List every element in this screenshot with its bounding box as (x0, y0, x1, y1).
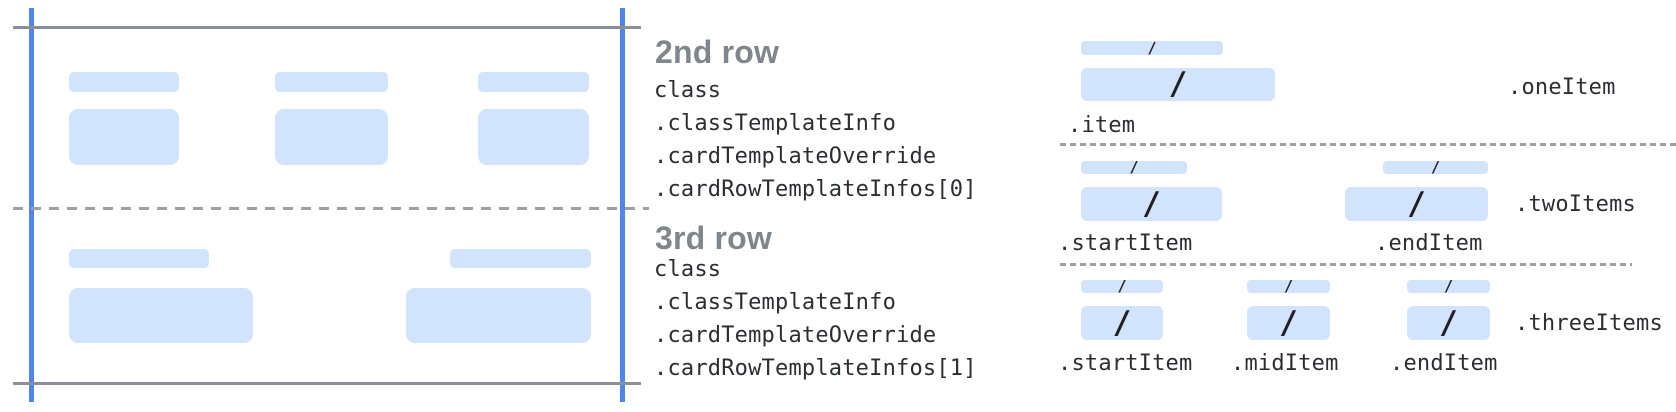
slash-glyph: / (1430, 158, 1441, 176)
code-line: class (654, 78, 722, 103)
mid-item-slot-label: .midItem (1231, 351, 1339, 376)
slash-glyph: / (1168, 66, 1188, 102)
third-row-code-block: class .classTemplateInfo .cardTemplateOv… (654, 253, 977, 385)
start-item-label-bar: / (1081, 277, 1163, 295)
code-line: .cardRowTemplateInfos[1] (654, 356, 977, 381)
one-item-label-bar: / (1081, 38, 1223, 57)
end-item-label-bar: / (1383, 158, 1488, 176)
slash-glyph: / (1283, 277, 1294, 295)
code-line: .classTemplateInfo (654, 290, 897, 315)
slash-glyph: / (1117, 277, 1127, 295)
end-item-label-bar: / (1407, 277, 1490, 295)
card-left-edge-guide (29, 8, 34, 402)
start-item-slot-label: .startItem (1058, 351, 1193, 376)
slash-glyph: / (1407, 185, 1426, 222)
slash-glyph: / (1279, 304, 1298, 341)
placeholder-content-bar (478, 109, 589, 165)
item-slot-label: .item (1068, 113, 1136, 138)
slash-glyph: / (1443, 277, 1454, 295)
end-item-slot-label: .endItem (1390, 351, 1498, 376)
placeholder-label-bar (69, 249, 209, 268)
card-row-divider-dashed-line (13, 207, 649, 210)
placeholder-content-bar (406, 288, 591, 343)
end-item-slot-label: .endItem (1375, 231, 1483, 256)
start-item-content-bar: / (1081, 306, 1163, 340)
card-right-edge-guide (620, 8, 625, 402)
slash-glyph: / (1129, 158, 1139, 176)
mid-item-content-bar: / (1247, 306, 1330, 340)
code-line: .cardTemplateOverride (654, 144, 937, 169)
template-divider-dotted-line (1060, 143, 1676, 146)
placeholder-label-bar (275, 72, 388, 92)
placeholder-content-bar (275, 109, 388, 165)
placeholder-content-bar (69, 288, 253, 343)
placeholder-label-bar (478, 72, 589, 92)
two-items-template-label: .twoItems (1515, 192, 1637, 217)
second-row-code-block: class .classTemplateInfo .cardTemplateOv… (654, 74, 977, 206)
start-item-content-bar: / (1081, 187, 1222, 221)
placeholder-content-bar (69, 109, 179, 165)
start-item-slot-label: .startItem (1058, 231, 1193, 256)
one-item-template-label: .oneItem (1508, 75, 1616, 100)
card-bottom-boundary-line (13, 382, 641, 385)
slash-glyph: / (1439, 304, 1458, 341)
mid-item-label-bar: / (1247, 277, 1330, 295)
slash-glyph: / (1147, 38, 1157, 57)
placeholder-label-bar (450, 249, 591, 268)
card-top-boundary-line (13, 26, 641, 29)
start-item-label-bar: / (1081, 158, 1187, 176)
three-items-template-label: .threeItems (1515, 311, 1663, 336)
second-row-heading: 2nd row (655, 34, 780, 70)
slash-glyph: / (1142, 185, 1161, 222)
code-line: .cardRowTemplateInfos[0] (654, 177, 977, 202)
template-divider-dotted-line (1060, 263, 1632, 266)
one-item-content-bar: / (1081, 68, 1275, 101)
third-row-heading: 3rd row (655, 220, 772, 256)
slash-glyph: / (1112, 304, 1132, 341)
code-line: .cardTemplateOverride (654, 323, 937, 348)
code-line: class (654, 257, 722, 282)
end-item-content-bar: / (1345, 187, 1488, 221)
end-item-content-bar: / (1407, 306, 1490, 340)
placeholder-label-bar (69, 72, 179, 92)
code-line: .classTemplateInfo (654, 111, 897, 136)
